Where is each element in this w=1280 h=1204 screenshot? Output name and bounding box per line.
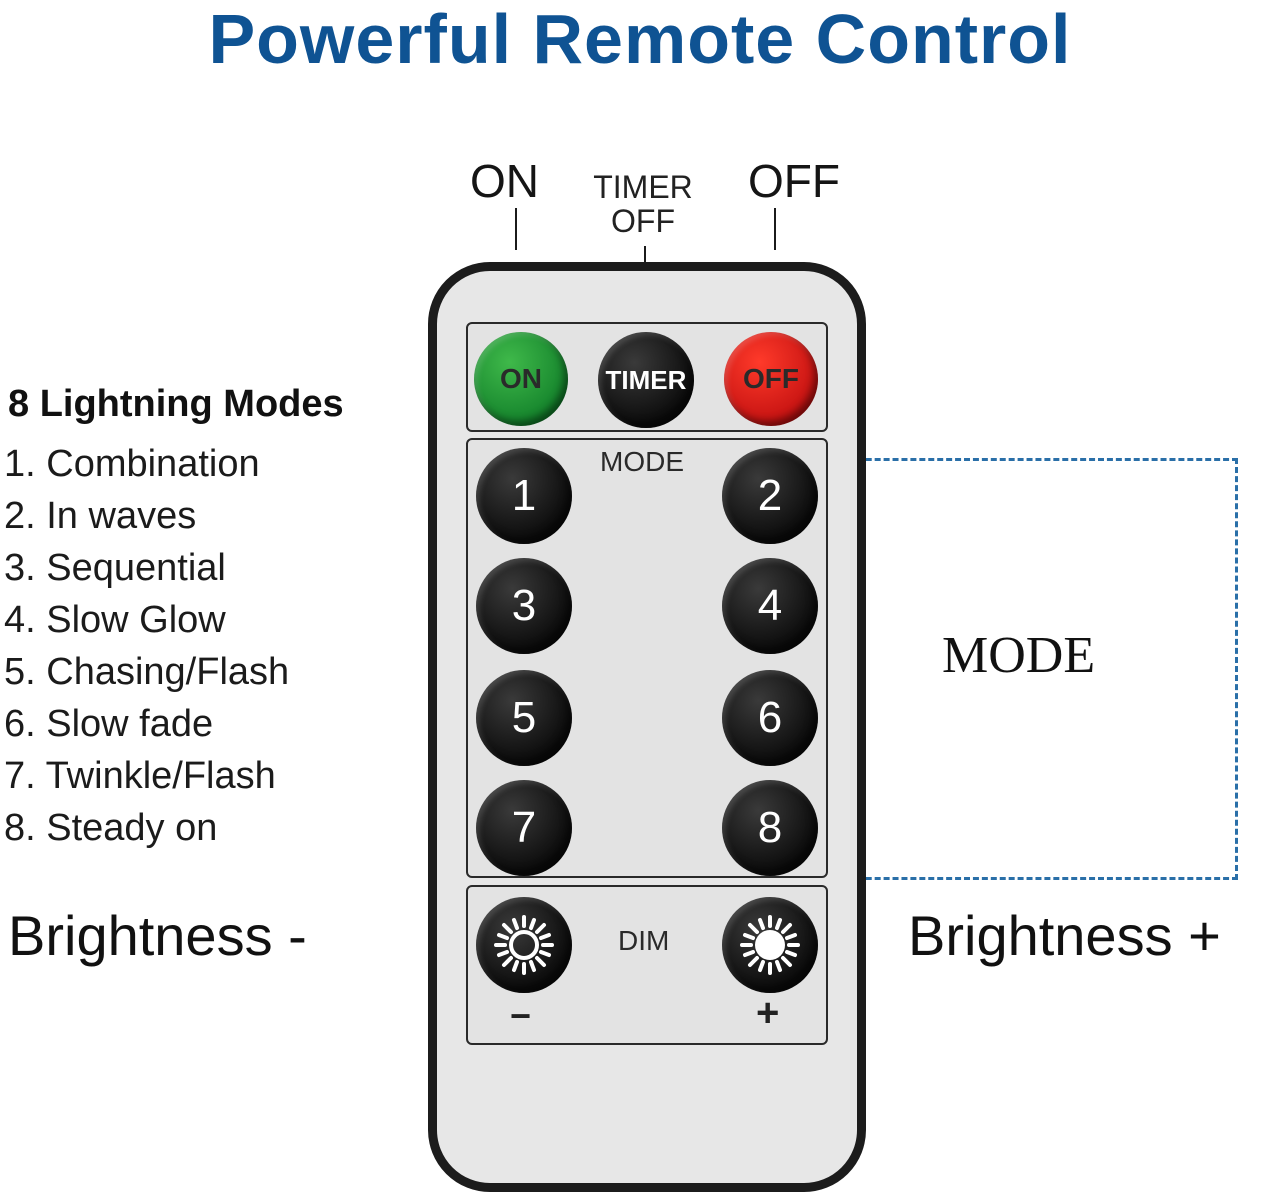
- timer-button-label: TIMER: [605, 364, 687, 395]
- mode-bracket: [830, 458, 1238, 880]
- list-item: 8. Steady on: [4, 807, 218, 849]
- mode-button-1[interactable]: 1: [476, 448, 572, 544]
- mode-button-4[interactable]: 4: [722, 558, 818, 654]
- mode-button-label: 5: [511, 693, 537, 742]
- off-leader-line: [774, 208, 776, 250]
- mode-button-label: 4: [757, 581, 783, 630]
- brightness-down-button[interactable]: [476, 897, 572, 993]
- brightness-up-button[interactable]: [722, 897, 818, 993]
- mode-button-8[interactable]: 8: [722, 780, 818, 876]
- page-title: Powerful Remote Control: [208, 0, 1072, 78]
- on-leader-line: [515, 208, 517, 250]
- brightness-minus-label: Brightness -: [8, 904, 307, 967]
- remote-body: ON TIMER OFF MODE 1 2 3 4 5 6 7 8: [428, 262, 866, 1192]
- modes-heading: 8 Lightning Modes: [8, 383, 344, 425]
- mode-button-label: 3: [511, 581, 537, 630]
- mode-button-7[interactable]: 7: [476, 780, 572, 876]
- timer-button[interactable]: TIMER: [598, 332, 694, 428]
- off-button[interactable]: OFF: [724, 332, 818, 426]
- mode-button-2[interactable]: 2: [722, 448, 818, 544]
- mode-button-label: 7: [511, 803, 537, 852]
- sun-filled-icon: [740, 915, 800, 975]
- mode-button-5[interactable]: 5: [476, 670, 572, 766]
- mode-button-label: 2: [757, 471, 783, 520]
- timer-label-line2: OFF: [611, 203, 675, 239]
- minus-sign: −: [510, 995, 532, 1036]
- off-label: OFF: [748, 155, 840, 207]
- mode-button-6[interactable]: 6: [722, 670, 818, 766]
- mode-button-label: 1: [511, 471, 537, 520]
- list-item: 1. Combination: [4, 443, 260, 485]
- mode-panel: MODE 1 2 3 4 5 6 7 8: [466, 438, 828, 878]
- sun-outline-icon: [494, 915, 554, 975]
- list-item: 6. Slow fade: [4, 703, 214, 745]
- modes-list: 1. Combination 2. In waves 3. Sequential…: [4, 438, 289, 854]
- dim-label: DIM: [618, 925, 670, 956]
- mode-button-label: 6: [757, 693, 783, 742]
- on-button-label: ON: [500, 363, 542, 394]
- power-panel: ON TIMER OFF: [466, 322, 828, 432]
- list-item: 7. Twinkle/Flash: [4, 755, 276, 797]
- list-item: 2. In waves: [4, 495, 197, 537]
- timer-label-line1: TIMER: [593, 169, 693, 205]
- mode-button-label: 8: [757, 803, 783, 852]
- on-button[interactable]: ON: [474, 332, 568, 426]
- mode-button-3[interactable]: 3: [476, 558, 572, 654]
- mode-panel-label: MODE: [600, 446, 684, 477]
- timer-off-label: TIMER OFF: [580, 170, 706, 238]
- plus-sign: +: [756, 991, 780, 1035]
- mode-side-label: MODE: [942, 627, 1096, 684]
- off-button-label: OFF: [743, 363, 799, 394]
- brightness-plus-label: Brightness +: [908, 904, 1221, 967]
- list-item: 3. Sequential: [4, 547, 226, 589]
- dim-panel: DIM − +: [466, 885, 828, 1045]
- on-label: ON: [470, 155, 539, 207]
- list-item: 5. Chasing/Flash: [4, 651, 290, 693]
- list-item: 4. Slow Glow: [4, 599, 226, 641]
